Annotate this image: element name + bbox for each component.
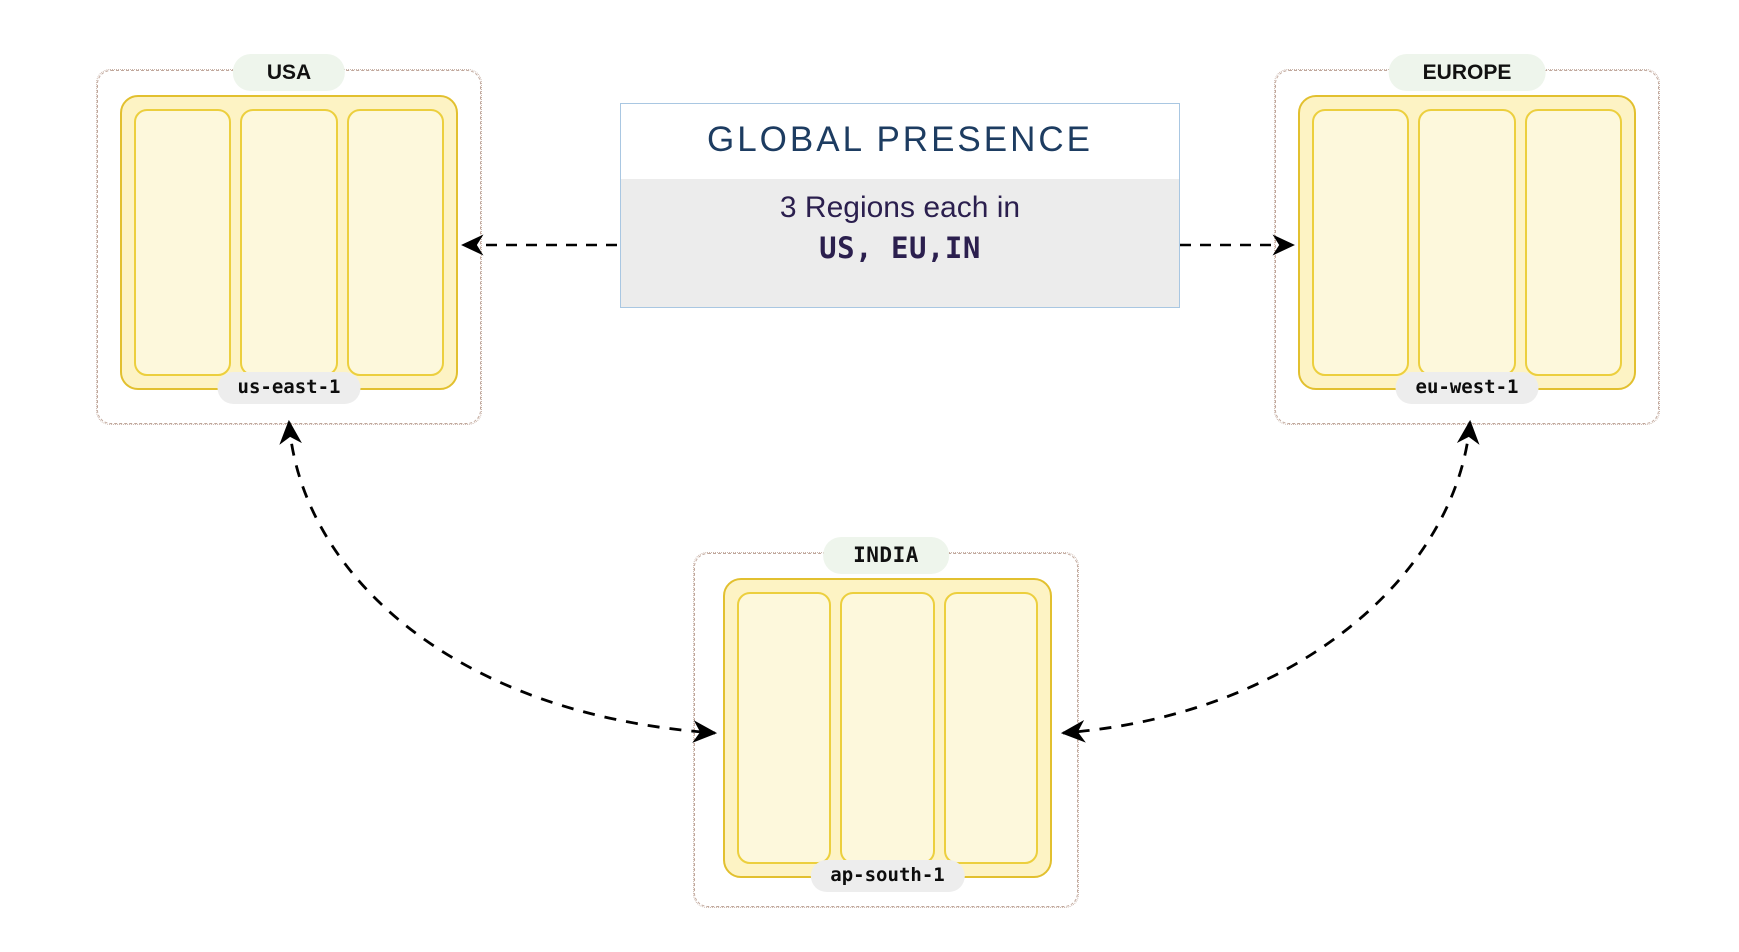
availability-zone-slot[interactable] [346, 109, 444, 376]
callout-line-codes: US, EU,IN [819, 231, 981, 266]
region-title-india: INDIA [823, 537, 949, 575]
availability-zone-slot[interactable] [737, 592, 832, 864]
availability-zone-slot[interactable] [840, 592, 935, 864]
availability-zone-slot[interactable] [1524, 109, 1622, 376]
availability-zone-slot[interactable] [1418, 109, 1516, 376]
region-code-ap-south-1: ap-south-1 [810, 860, 965, 892]
zone-card-india[interactable]: ap-south-1 [723, 578, 1052, 892]
region-code-us-east-1: us-east-1 [217, 372, 361, 404]
callout-body: 3 Regions each in US, EU,IN [621, 178, 1179, 307]
region-title-usa: USA [232, 54, 346, 92]
callout-line-regions: 3 Regions each in [779, 190, 1021, 224]
global-presence-callout: GLOBAL PRESENCE 3 Regions each in US, EU… [620, 103, 1180, 308]
availability-zone-slot[interactable] [134, 109, 232, 376]
region-title-europe: EUROPE [1388, 54, 1546, 92]
availability-zone-slot[interactable] [240, 109, 338, 376]
connector-usa-to-india [279, 419, 718, 743]
zone-card-europe[interactable]: eu-west-1 [1298, 95, 1636, 404]
zone-card-usa[interactable]: us-east-1 [120, 95, 458, 404]
connector-europe-to-india [1060, 419, 1480, 743]
availability-zone-slot[interactable] [1312, 109, 1410, 376]
callout-title: GLOBAL PRESENCE [621, 104, 1179, 179]
availability-zone-slot[interactable] [943, 592, 1038, 864]
region-code-eu-west-1: eu-west-1 [1395, 372, 1539, 404]
